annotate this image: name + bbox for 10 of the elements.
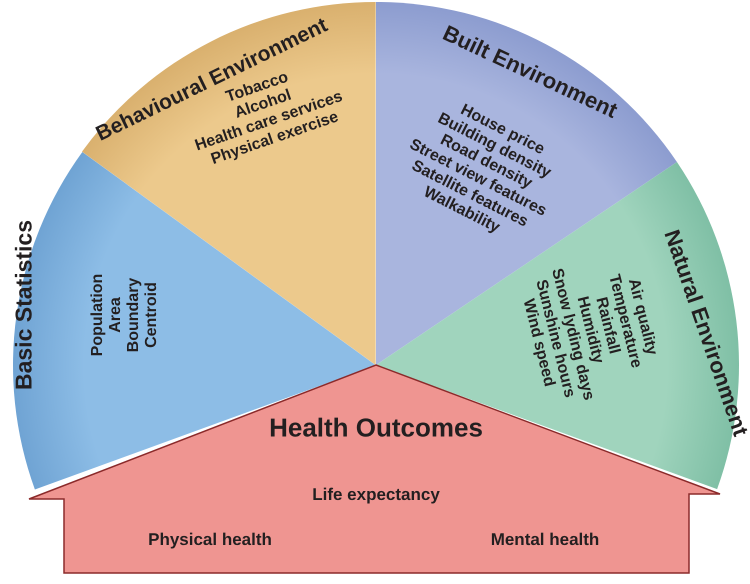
list-item: Boundary [125,278,143,352]
list-item: Centroid [142,282,161,348]
outcome-label: Physical health [148,530,272,550]
house-title: Health Outcomes [269,412,483,444]
sector-heading: Basic Statistics [10,220,38,390]
pie-sector [82,2,376,365]
outcome-label: Mental health [490,530,600,550]
list-item: Population [89,274,108,356]
list-item: Area [107,297,125,333]
outcome-label: Life expectancy [312,485,440,505]
